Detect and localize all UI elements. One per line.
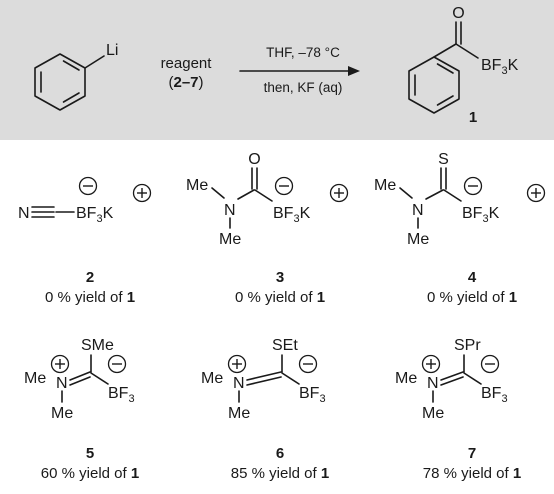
compound-2-number: 2 [86,269,94,286]
condition-bottom: then, KF (aq) [264,80,343,95]
compound-6-structure: SEt Me N Me BF3 [201,337,326,422]
minus-charge-icon [107,354,127,374]
compound-5-bf3: BF3 [108,385,135,405]
methyl-label: Me [407,231,429,248]
compound-3-yield: 0 % yield of 1 [235,289,325,306]
methyl-label: Me [201,370,223,387]
plus-charge-icon [132,183,152,203]
minus-charge-icon [274,176,294,196]
plus-charge-icon [421,354,441,374]
methyl-label: Me [395,370,417,387]
compound-2-yield: 0 % yield of 1 [45,289,135,306]
iminium-nitrogen: N [56,375,68,392]
reaction-arrow-icon [239,66,360,76]
thioether-label: SMe [81,337,114,354]
minus-charge-icon [78,176,98,196]
iminium-nitrogen: N [427,375,439,392]
plus-charge-icon [50,354,70,374]
phenyllithium-structure: Li [34,42,118,111]
methyl-label: Me [186,177,208,194]
compound-3-number: 3 [276,269,284,286]
compound-5-structure: SMe Me N Me BF3 [24,337,135,422]
plus-charge-icon [227,354,247,374]
compound-7-number: 7 [468,445,476,462]
product-acyltrifluoroborate: O BF3K [408,5,519,114]
methyl-label: Me [228,405,250,422]
minus-charge-icon [480,354,500,374]
methyl-label: Me [219,231,241,248]
minus-charge-icon [463,176,483,196]
lithium-label: Li [106,42,118,59]
compound-7-bf3: BF3 [481,385,508,405]
compound-7-structure: SPr Me N Me BF3 [395,337,508,422]
methyl-label: Me [422,405,444,422]
amide-nitrogen: N [224,202,236,219]
compound-7-yield: 78 % yield of 1 [423,465,521,482]
compound-5-number: 5 [86,445,94,462]
plus-charge-icon [329,183,349,203]
compound-6-yield: 85 % yield of 1 [231,465,329,482]
compound-6-number: 6 [276,445,284,462]
amide-oxygen: O [248,151,260,168]
iminium-nitrogen: N [233,375,245,392]
compound-4-yield: 0 % yield of 1 [427,289,517,306]
compound-3-structure: Me N Me O BF3K [186,151,349,248]
compound-4-bf3k: BF3K [462,205,500,225]
compound-3-bf3k: BF3K [273,205,311,225]
product-number: 1 [469,109,477,126]
compound-6-bf3: BF3 [299,385,326,405]
thione-sulfur: S [438,151,449,168]
reagent-range: (2–7) [168,74,203,91]
thioamide-nitrogen: N [412,202,424,219]
carbonyl-oxygen: O [452,5,464,22]
methyl-label: Me [374,177,396,194]
methyl-label: Me [24,370,46,387]
plus-charge-icon [526,183,546,203]
product-bf3k: BF3K [481,57,519,77]
minus-charge-icon [298,354,318,374]
compound-4-structure: Me N Me S BF3K [374,151,546,248]
compound-2-bf3k: BF3K [76,205,114,225]
condition-top: THF, –78 °C [266,45,340,60]
methyl-label: Me [51,405,73,422]
compound-5-yield: 60 % yield of 1 [41,465,139,482]
nitrile-nitrogen: N [18,205,30,222]
reagent-label: reagent [161,55,213,72]
thioether-label: SPr [454,337,481,354]
compound-4-number: 4 [468,269,477,286]
compound-2-structure: N BF3K [18,176,152,225]
thioether-label: SEt [272,337,298,354]
